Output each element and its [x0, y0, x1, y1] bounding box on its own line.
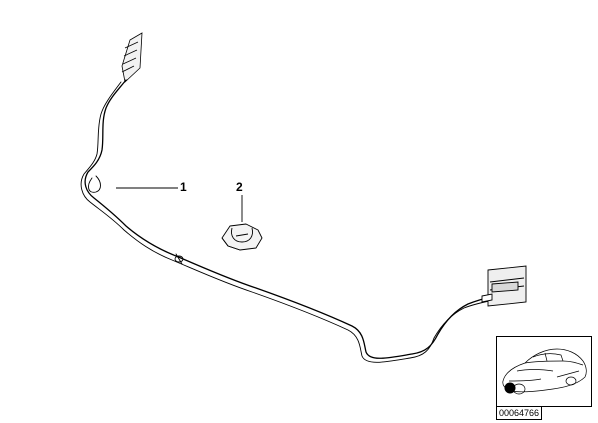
- antenna-cable-icon: [80, 79, 495, 363]
- car-location-icon: [502, 348, 587, 395]
- foil-antenna-icon: [481, 265, 527, 307]
- callout-2-label: 2: [236, 180, 243, 194]
- location-marker: [504, 382, 516, 394]
- callout-1-label: 1: [180, 180, 187, 194]
- diagram-id-label: 00064766: [496, 406, 543, 420]
- vehicle-location-inset: [496, 336, 592, 407]
- cable-clip-icon: [221, 223, 263, 251]
- top-connector-plate-icon: [121, 32, 143, 83]
